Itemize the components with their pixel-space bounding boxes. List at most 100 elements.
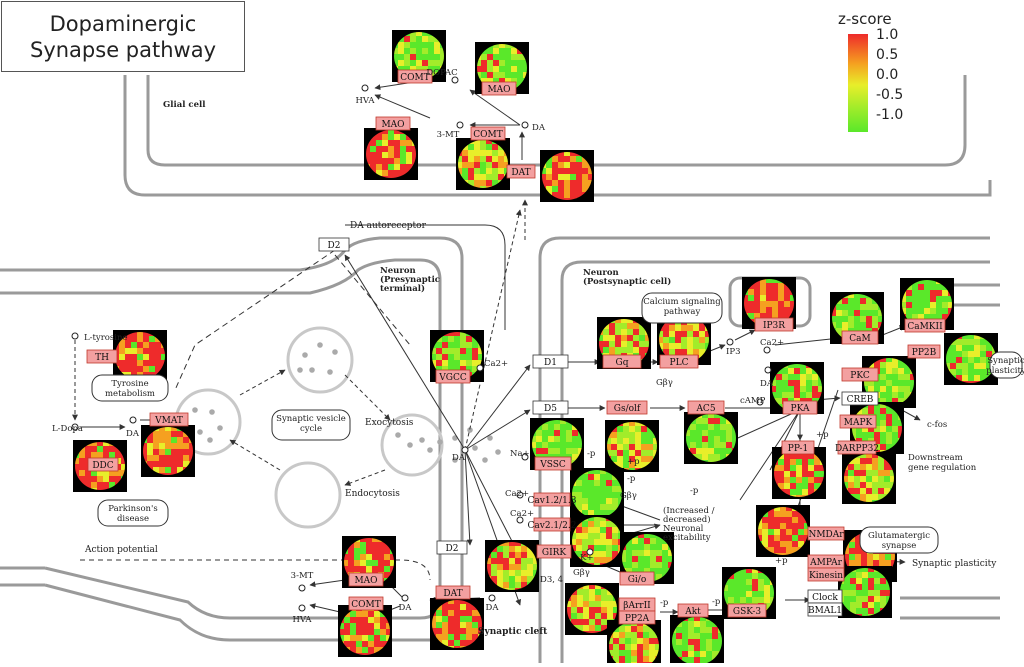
heat-cell <box>764 585 770 591</box>
compound-9[interactable]: L-Dopa <box>52 423 83 434</box>
gene-node-comt-glial[interactable]: COMT <box>470 126 506 141</box>
compound-15[interactable]: Ca2+ <box>510 509 534 524</box>
heat-cell <box>554 430 560 436</box>
compound-19[interactable]: Ca2+ <box>760 338 784 354</box>
heat-cell <box>481 60 487 66</box>
left-lines <box>0 268 45 587</box>
gene-node-cav2[interactable]: Cav2.1/2.2 <box>528 517 577 532</box>
gene-node-gq[interactable]: Gq <box>602 354 642 369</box>
gene-node-plc[interactable]: PLC <box>659 354 699 369</box>
compound-4[interactable]: HVA <box>292 604 312 625</box>
heat-cell <box>766 301 772 307</box>
compound-5[interactable]: 3-MT <box>291 571 314 592</box>
heatmap-ac5 <box>684 412 738 464</box>
gene-node-cam[interactable]: CaM <box>841 330 879 345</box>
gene-node-mapk[interactable]: MAPK <box>839 414 877 429</box>
gene-node-kinesin[interactable]: Kinesin <box>807 567 845 582</box>
gene-node-creb[interactable]: CREB <box>841 391 879 406</box>
gene-node-gio[interactable]: Gi/o <box>619 571 655 586</box>
heat-cell <box>948 296 952 302</box>
gene-node-camk2[interactable]: CaMKII <box>904 318 946 333</box>
compound-16[interactable]: K+ <box>580 548 594 563</box>
gene-node-akt[interactable]: Akt <box>677 603 709 618</box>
gene-node-pp2b[interactable]: PP2B <box>907 344 941 359</box>
heat-cell <box>786 511 792 517</box>
gene-node-d2-autoreceptor[interactable]: D2 <box>318 237 350 252</box>
gene-node-vssc[interactable]: VSSC <box>534 456 572 471</box>
gene-node-vgcc[interactable]: VGCC <box>435 369 471 384</box>
compound-18[interactable]: cAMP <box>740 396 766 406</box>
compound-10[interactable]: DA <box>126 416 140 439</box>
heat-cell <box>702 436 708 442</box>
compound-13[interactable]: Na+ <box>510 449 530 461</box>
compound-14[interactable]: Ca2+ <box>505 489 529 499</box>
compound-17[interactable]: IP3 <box>726 338 741 357</box>
compound-3[interactable]: 3-MT <box>437 121 464 140</box>
gene-node-comt-pre[interactable]: COMT <box>348 596 384 611</box>
heat-cell <box>382 170 388 176</box>
gene-node-ac5[interactable]: AC5 <box>687 400 725 415</box>
gene-node-cav1[interactable]: Cav1.2/1.3 <box>528 492 577 507</box>
gene-node-comt-top[interactable]: COMT <box>397 69 433 84</box>
gene-node-d1[interactable]: D1 <box>532 354 569 369</box>
heat-cell <box>867 554 873 560</box>
gene-node-pkc[interactable]: PKC <box>841 367 879 382</box>
heat-cell <box>854 298 860 304</box>
gene-node-ddc[interactable]: DDC <box>87 457 119 472</box>
heat-cell <box>898 392 904 398</box>
gene-node-d2-pre[interactable]: D2 <box>436 540 468 555</box>
gene-node-dat-pre[interactable]: DAT <box>435 585 471 600</box>
heat-cell <box>872 470 878 476</box>
heat-cell <box>448 622 454 628</box>
heat-cell <box>454 628 460 634</box>
gene-node-pp1[interactable]: PP-1 <box>781 440 815 455</box>
compound-11[interactable]: DA <box>452 446 469 463</box>
gene-node-mao-top[interactable]: MAO <box>481 81 517 96</box>
gene-node-ampar[interactable]: AMPAr <box>807 554 845 569</box>
heat-cell <box>384 548 390 554</box>
gene-node-barr2[interactable]: βArrII <box>618 597 656 612</box>
vesicle-dot <box>487 435 493 441</box>
heat-cell <box>564 174 570 180</box>
gene-node-pp2a[interactable]: PP2A <box>618 610 656 625</box>
gene-node-mao-glial[interactable]: MAO <box>375 116 411 131</box>
gene-node-th[interactable]: TH <box>86 349 118 364</box>
vesicle-dot <box>427 447 433 453</box>
compound-7[interactable]: DA <box>486 594 500 613</box>
compound-0[interactable]: DA <box>521 121 546 133</box>
compound-8[interactable]: L-tyrosine <box>71 332 128 343</box>
compound-6[interactable]: DA <box>399 594 413 613</box>
compound-2[interactable]: HVA <box>355 84 375 106</box>
gene-node-bmal1[interactable]: BMAL1 <box>807 602 843 617</box>
heat-cell <box>681 343 687 349</box>
heat-cell <box>639 335 645 341</box>
heat-cell <box>542 430 548 436</box>
gene-node-ip3r[interactable]: IP3R <box>754 317 794 332</box>
gene-node-dat-glial[interactable]: DAT <box>506 164 536 179</box>
gene-node-pka[interactable]: PKA <box>782 400 818 415</box>
gene-node-darpp32[interactable]: DARPP32 <box>835 440 879 455</box>
gene-node-mao-pre[interactable]: MAO <box>348 572 384 587</box>
gene-node-vmat[interactable]: VMAT <box>149 412 189 427</box>
gene-node-gsk3[interactable]: GSK-3 <box>727 603 767 618</box>
compound-20[interactable]: DA <box>760 366 774 389</box>
heat-cell <box>706 627 712 633</box>
gene-node-gsolf[interactable]: Gs/olf <box>606 400 648 415</box>
heat-cell <box>478 628 482 634</box>
heat-cell <box>669 349 675 355</box>
heat-cell <box>442 336 448 342</box>
compound-12[interactable]: Ca2+ <box>476 359 508 372</box>
gene-node-nmdar[interactable]: NMDAr <box>807 526 845 541</box>
gene-node-d5[interactable]: D5 <box>532 400 569 415</box>
gene-node-girk[interactable]: GIRK <box>536 544 572 559</box>
compound-1[interactable]: DOPAC <box>426 68 459 84</box>
heat-cell <box>400 140 406 146</box>
heat-cell <box>436 366 442 372</box>
gene-node-clock[interactable]: Clock <box>807 589 843 604</box>
